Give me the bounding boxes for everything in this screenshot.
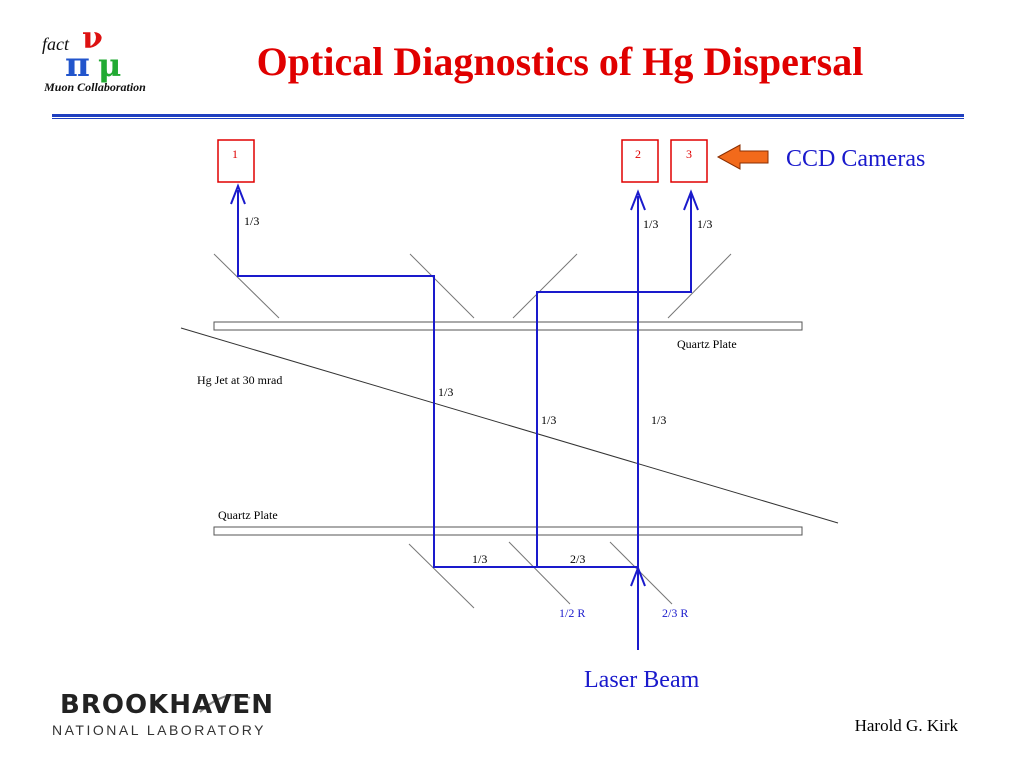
quartz-bottom-label: Quartz Plate [218, 508, 278, 522]
pi-symbol-icon: π [65, 45, 90, 85]
mirror-top-3 [512, 253, 578, 319]
neutrino-factory-logo: fact π ν μ Muon Collaboration [20, 18, 170, 108]
camera-2: 2 [621, 139, 659, 183]
brookhaven-name: BROOKHAVEN [60, 690, 274, 720]
arrowhead-laser-icon [630, 565, 646, 587]
mirror-bottom-1 [408, 543, 475, 609]
mirror-top-1 [213, 253, 280, 319]
beam-path-camera-1 [237, 190, 639, 650]
beam-arrowheads [230, 183, 699, 587]
camera-pointer-arrow-icon [716, 144, 769, 170]
quartz-plate-bottom [213, 526, 803, 536]
mirrors [213, 253, 732, 609]
mirror-top-2 [409, 253, 475, 319]
beam-splitter-1 [508, 541, 571, 605]
camera-2-label: 2 [635, 147, 641, 161]
fraction-vert-left: 1/3 [438, 385, 453, 399]
arrowhead-cam1-icon [230, 183, 246, 205]
fraction-bottom-mid: 2/3 [570, 552, 585, 566]
author-name: Harold G. Kirk [854, 716, 958, 735]
fraction-cam1: 1/3 [244, 214, 259, 228]
quartz-top-label: Quartz Plate [677, 337, 737, 351]
beam-path-camera-3 [536, 194, 692, 567]
fraction-vert-right: 1/3 [651, 413, 666, 427]
camera-3-label: 3 [686, 147, 692, 161]
nu-symbol-icon: ν [82, 21, 103, 56]
hg-jet-label: Hg Jet at 30 mrad [197, 373, 282, 387]
splitter-1-label: 1/2 R [559, 606, 585, 620]
camera-1-label: 1 [232, 147, 238, 161]
fraction-vert-mid: 1/3 [541, 413, 556, 427]
laser-paths [237, 190, 692, 650]
camera-3: 3 [670, 139, 708, 183]
laser-beam-label: Laser Beam [584, 667, 700, 693]
ccd-cameras-label: CCD Cameras [786, 146, 926, 172]
camera-1: 1 [217, 139, 255, 183]
brookhaven-subtitle: NATIONAL LABORATORY [52, 722, 266, 738]
quartz-plate-top [213, 321, 803, 331]
arrowhead-cam3-icon [683, 189, 699, 211]
brookhaven-logo: BROOKHAVEN NATIONAL LABORATORY [50, 690, 280, 740]
hg-jet-line [180, 327, 839, 524]
mirror-top-4 [667, 253, 732, 319]
logo-caption: Muon Collaboration [44, 80, 146, 94]
splitter-2-label: 2/3 R [662, 606, 688, 620]
brookhaven-swoosh-icon [199, 694, 251, 713]
fraction-cam3: 1/3 [697, 217, 712, 231]
slide-title: Optical Diagnostics of Hg Dispersal [256, 39, 864, 84]
logo-fact-text: fact [42, 34, 70, 54]
arrowhead-cam2-icon [630, 189, 646, 211]
title-divider [52, 114, 964, 119]
logo-graphic-icon: fact π ν μ [42, 21, 121, 85]
fraction-cam2: 1/3 [643, 217, 658, 231]
mu-symbol-icon: μ [98, 46, 121, 84]
fraction-bottom-left: 1/3 [472, 552, 487, 566]
